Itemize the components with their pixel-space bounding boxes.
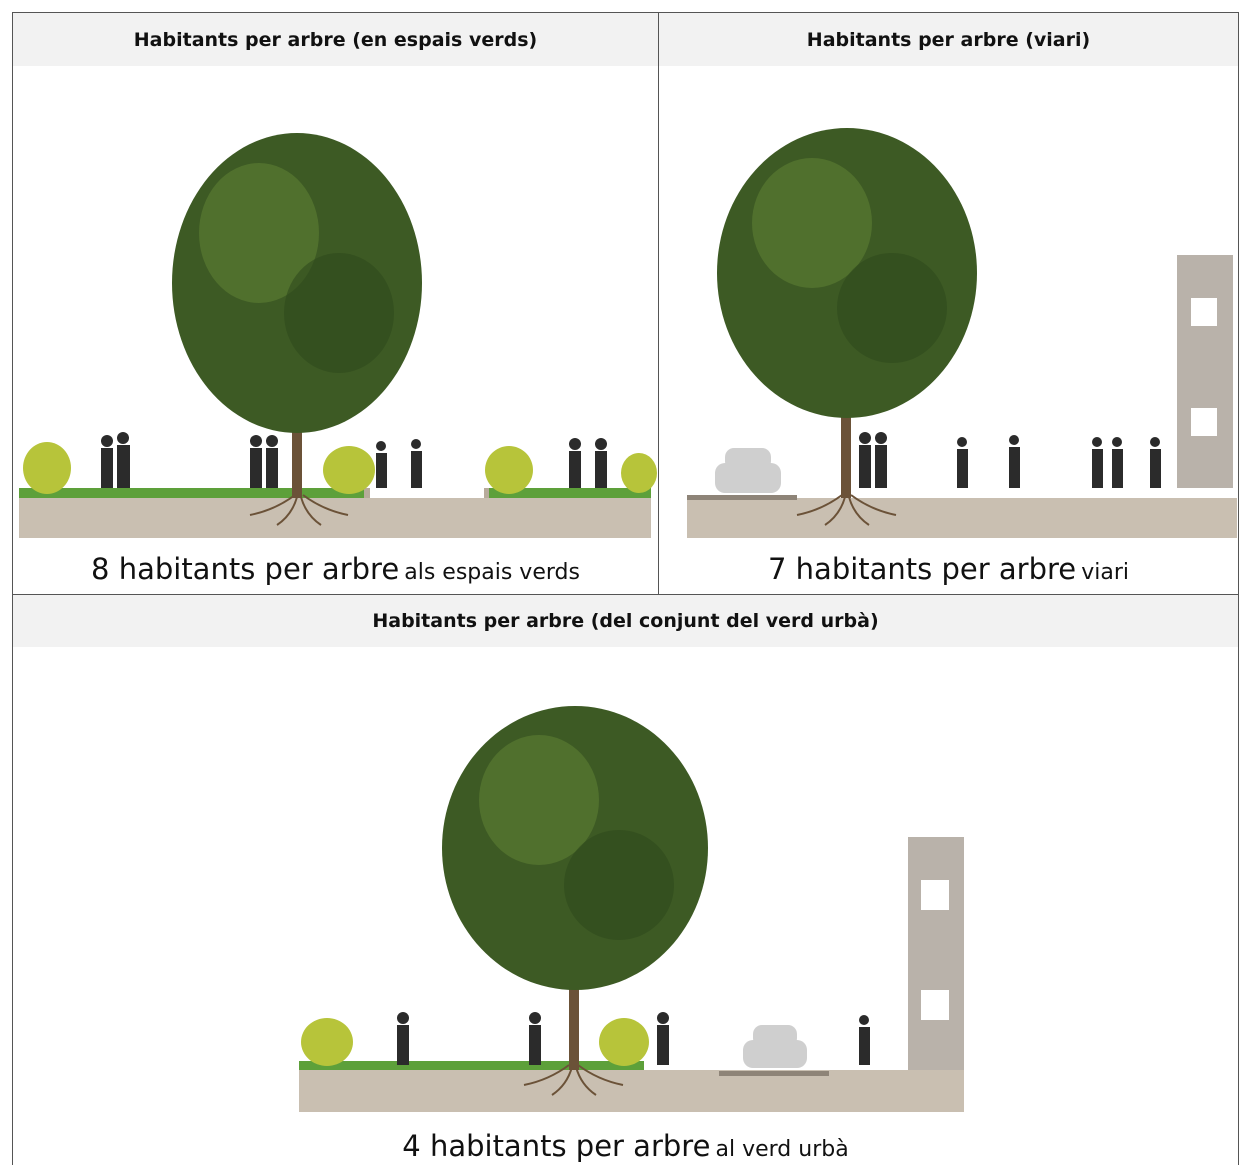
illustration-urban-green-section <box>299 705 964 1115</box>
caption-context: viari <box>1081 560 1129 585</box>
urban-green-caption: 4 habitants per arbre al verd urbà <box>13 1129 1238 1163</box>
illustration-green-space-section <box>19 123 657 538</box>
illustration-street-section <box>687 123 1237 538</box>
car-icon <box>743 1025 807 1068</box>
caption-context: al verd urbà <box>715 1137 849 1162</box>
panel-urban-green: Habitants per arbre (del conjunt del ver… <box>12 594 1239 1165</box>
caption-value: 7 habitants per arbre <box>768 552 1077 586</box>
panel-green-spaces: Habitants per arbre (en espais verds) <box>12 12 659 595</box>
panel-header: Habitants per arbre (viari) <box>659 13 1238 66</box>
panel-header: Habitants per arbre (del conjunt del ver… <box>13 595 1238 647</box>
panel-header: Habitants per arbre (en espais verds) <box>13 13 658 66</box>
car-icon <box>715 448 781 493</box>
caption-value: 4 habitants per arbre <box>402 1129 711 1163</box>
green-spaces-caption: 8 habitants per arbre als espais verds <box>13 552 658 586</box>
tree-illustration <box>299 706 964 1112</box>
caption-value: 8 habitants per arbre <box>91 552 400 586</box>
caption-context: als espais verds <box>404 560 580 585</box>
tree-illustration <box>687 128 1237 538</box>
panel-streets: Habitants per arbre (viari) <box>658 12 1239 595</box>
streets-caption: 7 habitants per arbre viari <box>659 552 1238 586</box>
tree-illustration <box>19 133 657 538</box>
